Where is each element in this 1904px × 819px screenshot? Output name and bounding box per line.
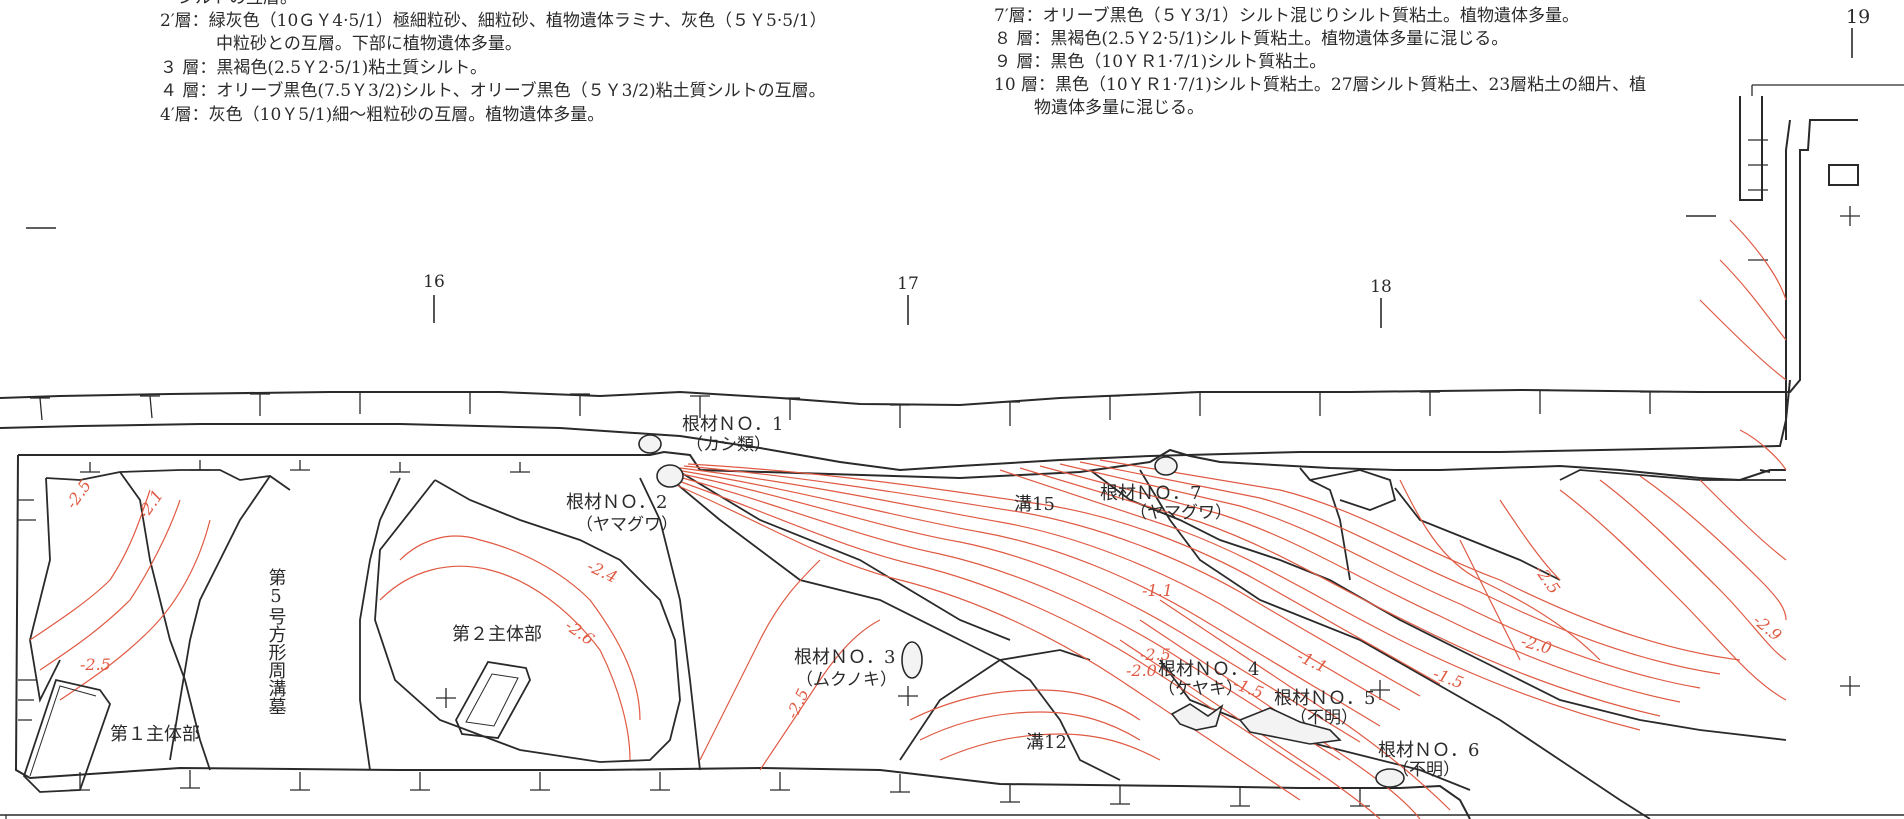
contour-label: -1.1 [1294, 646, 1330, 676]
root-4-species: （ケヤキ） [1158, 679, 1243, 699]
root-4-marker [1170, 703, 1224, 731]
legend-line: シルトの互層。 [178, 0, 297, 8]
tomb-5-label: 第5号方形周溝墓 [266, 568, 287, 715]
contour-label: -2.0 [1126, 661, 1157, 680]
root-5-marker [1238, 707, 1342, 745]
inner-boundaries [29, 467, 1787, 819]
grid-ticks [26, 28, 1853, 328]
contour-label: -2.5 [1140, 645, 1171, 664]
contour-label: -2.5 [80, 655, 111, 674]
contour-label: -2.6 [562, 616, 598, 649]
root-1-label: 根材ＮＯ．1 [682, 414, 783, 435]
root-5-label: 根材ＮＯ．5 [1274, 688, 1375, 709]
excavation-boundary [0, 84, 1904, 819]
legend-line: ９ 層：黒色（10ＹＲ1·7/1)シルト質粘土。 [994, 52, 1327, 72]
feature-labels: 根材ＮＯ．1 （カシ類） 根材ＮＯ．2 （ヤマグワ） 根材ＮＯ．3 （ムクノキ）… [110, 414, 1479, 780]
grid-label-18: 18 [1370, 277, 1392, 297]
grave-pits [22, 661, 531, 793]
main-1-label: 第１主体部 [110, 724, 200, 745]
grid-label-17: 17 [897, 274, 919, 294]
boundary-ticks [18, 139, 1860, 807]
root-2-marker [656, 464, 684, 488]
ditch-15-label: 溝15 [1014, 494, 1055, 515]
root-3-label: 根材ＮＯ．3 [794, 647, 895, 668]
root-7-label: 根材ＮＯ．7 [1100, 483, 1201, 504]
root-7-species: （ヤマグワ） [1130, 503, 1232, 523]
root-6-marker [1375, 768, 1405, 788]
contour-label: -2.5 [782, 686, 812, 722]
root-1-marker [638, 434, 662, 454]
root-2-label: 根材ＮＯ．2 [566, 492, 667, 513]
legend-line: 4′層：灰色（10Ｙ5/1)細～粗粒砂の互層。植物遺体多量。 [160, 105, 605, 125]
legend-line: ４ 層：オリーブ黒色(7.5Ｙ3/2)シルト、オリーブ黒色（５Ｙ3/2)粘土質シ… [160, 81, 826, 101]
root-markers [638, 434, 1405, 788]
grid-label-16: 16 [423, 272, 445, 292]
ditch-12-label: 溝12 [1026, 732, 1067, 753]
legend-line: 2′層：緑灰色（10ＧＹ4·5/1）極細粒砂、細粒砂、植物遺体ラミナ、灰色（５Ｙ… [160, 11, 827, 31]
main-1-pit [22, 678, 112, 793]
contour-label: -2.1 [134, 486, 167, 522]
legend-line: 10 層：黒色（10ＹＲ1·7/1)シルト質粘土。27層シルト質粘土、23層粘土… [994, 75, 1647, 95]
main-2-pit [454, 661, 531, 739]
root-6-species: （不明） [1392, 760, 1460, 780]
root-6-label: 根材ＮＯ．6 [1378, 740, 1479, 761]
root-7-marker [1154, 456, 1178, 476]
contour-label: -2.5 [1531, 561, 1564, 597]
contour-label: -1.1 [1142, 581, 1173, 600]
legend-line: 中粒砂との互層。下部に植物遺体多量。 [216, 34, 522, 54]
root-1-species: （カシ類） [686, 435, 771, 455]
root-2-species: （ヤマグワ） [576, 515, 678, 535]
legend-line: 物遺体多量に混じる。 [1034, 98, 1204, 118]
contour-label: -2.4 [584, 556, 620, 586]
legend-line: ８ 層：黒褐色(2.5Ｙ2·5/1)シルト質粘土。植物遺体多量に混じる。 [994, 29, 1509, 49]
root-4-label: 根材ＮＯ．4 [1158, 659, 1259, 680]
root-5-species: （不明） [1290, 708, 1358, 728]
main-2-label: 第２主体部 [452, 624, 542, 645]
root-3-species: （ムクノキ） [796, 670, 897, 690]
legend-line: 7′層：オリーブ黒色（５Ｙ3/1）シルト混じりシルト質粘土。植物遺体多量。 [994, 6, 1580, 26]
contour-label: -2.9 [1749, 611, 1785, 645]
contour-lines [29, 219, 1787, 819]
legend-line: ３ 層：黒褐色(2.5Ｙ2·5/1)粘土質シルト。 [160, 58, 487, 78]
root-3-marker [901, 641, 923, 679]
contour-label: -2.5 [62, 476, 95, 512]
page-number: 19 [1846, 6, 1871, 28]
